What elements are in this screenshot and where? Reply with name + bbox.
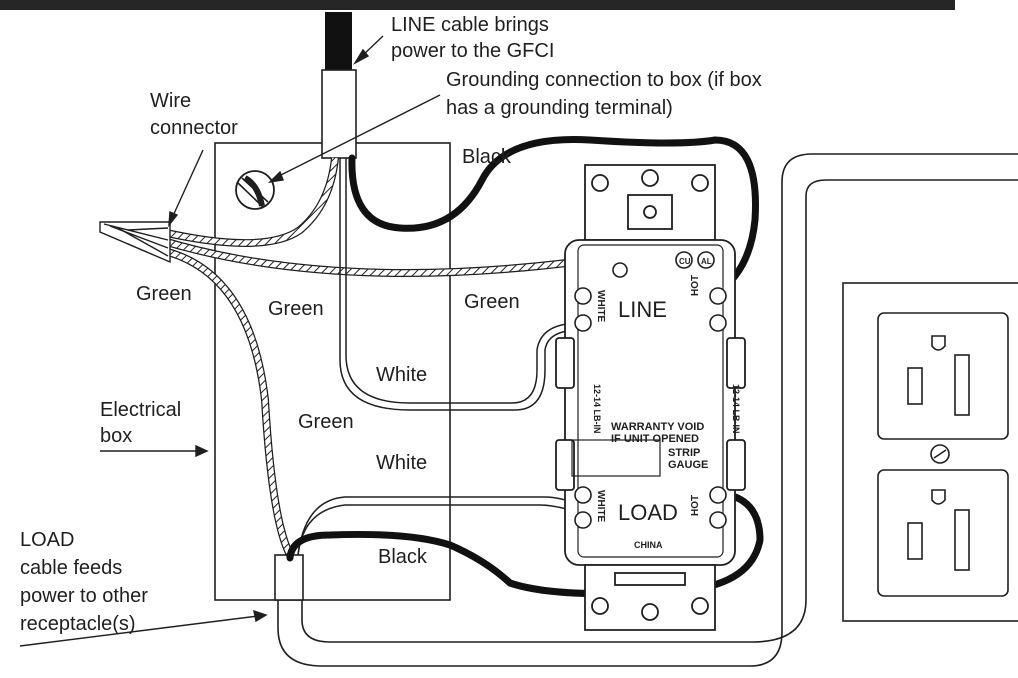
gfci-strip-1: STRIP [668,447,700,459]
duplex-receptacle [842,282,1018,622]
gfci-warranty-2: IF UNIT OPENED [611,433,699,445]
gfci-receptacle [555,164,746,631]
black-top-label: Black [462,146,511,168]
gfci-line-label: LINE [618,297,667,322]
black-wires [286,136,764,598]
line-cable-label-1: LINE cable brings [391,14,549,36]
green-left-label: Green [136,283,192,305]
gfci-cu: CU [679,257,691,266]
leader-arrows [19,35,441,647]
white-lower-label: White [376,452,428,474]
wire-connector [99,221,171,264]
gfci-hot-top: HOT [690,275,701,296]
load-cable-label-4: receptacle(s) [20,613,136,635]
load-cable [274,554,304,601]
white-upper-label: White [376,364,428,386]
outer-cable-loop [277,153,1018,667]
wire-connector-label-2: connector [150,117,238,139]
ground-wires [158,157,576,557]
green-right-label: Green [464,291,520,313]
gfci-gauge-right: 12-14 LB-IN [731,384,741,434]
gfci-al: AL [701,257,712,266]
grounding-label-2: has a grounding terminal) [446,97,673,119]
electrical-box-label-2: box [100,425,133,447]
gfci-gauge-left: 12-14 LB-IN [592,384,602,434]
load-cable-label-3: power to other [20,585,148,607]
wire-connector-label-1: Wire [150,90,192,112]
gfci-white-bottom: WHITE [595,490,606,523]
line-cable-label-2: power to the GFCI [391,40,555,62]
electrical-box-label-1: Electrical [100,399,182,421]
gfci-white-top: WHITE [595,290,606,323]
gfci-hot-bottom: HOT [690,495,701,516]
grounding-label-1: Grounding connection to box (if box [446,69,762,91]
top-bar [0,0,955,10]
green-mid-label: Green [268,298,324,320]
green-lower-label: Green [298,411,354,433]
white-wires [297,158,581,556]
load-cable-label-1: LOAD [20,529,75,551]
gfci-strip-2: GAUGE [668,459,708,471]
gfci-origin: CHINA [634,540,663,550]
gfci-load-label: LOAD [618,500,678,525]
line-cable [321,12,357,159]
terminal-screws [574,251,727,529]
black-bottom-label: Black [378,546,427,568]
gfci-warranty-1: WARRANTY VOID [611,421,704,433]
load-cable-label-2: cable feeds [20,557,123,579]
